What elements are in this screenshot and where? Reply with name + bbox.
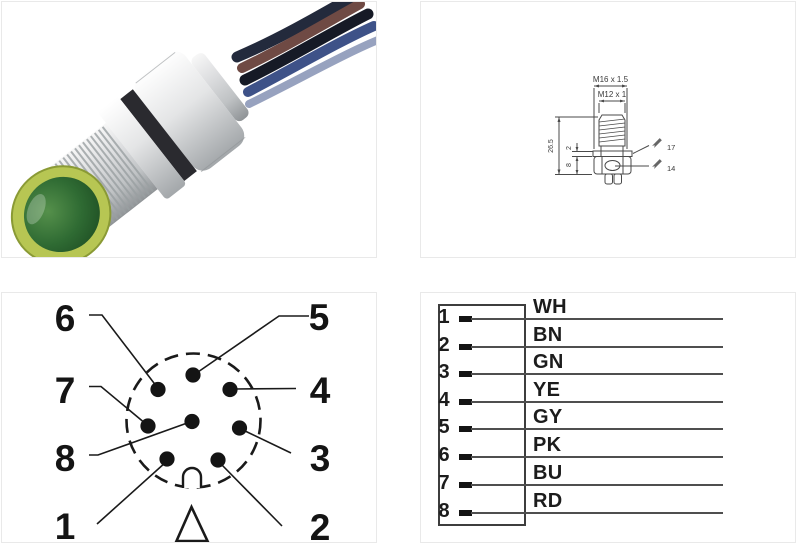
wire-color-code: RD (533, 490, 563, 512)
pin-dots (140, 367, 248, 468)
wire-line (471, 512, 723, 514)
product-photo-panel (1, 1, 377, 258)
thread-outline (598, 114, 626, 147)
thread-outer-dimension-label: M16 x 1.5 (593, 75, 629, 84)
wire-line (471, 373, 723, 375)
wiring-pin-number: 7 (438, 472, 450, 494)
pin-contact-square (459, 344, 472, 350)
pin-contact-square (459, 316, 472, 322)
pin-contact-square (459, 371, 472, 377)
wire-line (471, 401, 723, 403)
gasket-outline (592, 150, 633, 157)
wire-color-code: YE (533, 379, 561, 401)
connector-face-circle (125, 352, 262, 489)
face-highlight (26, 194, 46, 225)
hex-nut-outline (593, 156, 632, 175)
pin-number-label: 5 (309, 297, 330, 338)
o-ring (120, 89, 197, 182)
hex-collar (98, 97, 186, 199)
wire-leads (231, 2, 376, 108)
wiring-pin-number: 8 (438, 500, 450, 522)
rear-hex-body (134, 51, 245, 171)
pin-number-label: 4 (310, 370, 331, 411)
leader-lines (89, 314, 309, 527)
gasket-thickness-label: 2 (566, 146, 573, 150)
wiring-pin-number: 2 (438, 334, 450, 356)
pin-contact-square (459, 454, 472, 460)
pin-number-label: 1 (55, 506, 76, 542)
dimension-drawing-panel: M16 x 1.5 M12 x 1 26.5 2 8 17 14 (420, 1, 796, 258)
wiring-diagram-panel: 1 WH 2 BN 3 GN 4 YE 5 GY (420, 292, 796, 543)
pin-contact-square (459, 399, 472, 405)
overall-length-label: 26.5 (548, 139, 555, 153)
pin-layout-diagram: 6 5 7 4 8 3 1 2 (55, 297, 331, 542)
wire-line (471, 346, 723, 348)
pin-dot-5 (185, 367, 201, 383)
wire-color-code: PK (533, 434, 562, 456)
wrench-size-front-label: 17 (667, 143, 675, 152)
wire-color-code: BU (533, 462, 563, 484)
pin-layout-panel: 6 5 7 4 8 3 1 2 (1, 292, 377, 543)
wrench-icon (650, 159, 662, 171)
pin-number-label: 8 (55, 438, 76, 479)
product-photo (10, 2, 376, 257)
wire-line (471, 456, 723, 458)
dimension-arrows (557, 84, 627, 175)
pin-number-label: 3 (310, 438, 331, 479)
wire-color-code: WH (533, 296, 567, 318)
connector-outline-box (438, 304, 526, 526)
pin-contact-square (459, 426, 472, 432)
pin-dot-2 (210, 452, 226, 468)
wire-color-code: BN (533, 324, 563, 346)
pin-contact-square (459, 510, 472, 516)
wiring-pin-number: 1 (438, 306, 450, 328)
pin-dot-8 (184, 413, 200, 430)
wrench-size-rear-label: 14 (667, 164, 675, 173)
wire-line (471, 428, 723, 430)
wiring-pin-number: 6 (438, 444, 450, 466)
wiring-pin-number: 4 (438, 389, 450, 411)
keyway-notch (181, 466, 203, 488)
pin-contact-square (459, 482, 472, 488)
wire-line (471, 318, 723, 320)
wiring-pin-number: 5 (438, 416, 450, 438)
face-insert-green (23, 176, 100, 253)
wiring-pin-number: 3 (438, 361, 450, 383)
thread-inner-dimension-label: M12 x 1 (598, 90, 627, 99)
connector-body (10, 51, 249, 257)
pin-dot-6 (150, 381, 166, 398)
rear-length-label: 8 (566, 163, 573, 167)
pin-dot-4 (222, 381, 238, 398)
orientation-triangle (174, 503, 210, 542)
dimension-drawing: M16 x 1.5 M12 x 1 26.5 2 8 17 14 (548, 75, 675, 185)
wire-line (471, 484, 723, 486)
pin-number-label: 2 (310, 507, 331, 542)
pin-dot-7 (140, 418, 156, 434)
wrench-icon (650, 138, 662, 150)
wire-color-code: GY (533, 406, 563, 428)
pin-number-label: 6 (55, 298, 76, 339)
wire-color-code: GN (533, 351, 564, 373)
pin-dot-1 (159, 451, 175, 467)
rear-cap (191, 53, 249, 122)
pin-number-label: 7 (55, 370, 76, 411)
pin-dot-3 (231, 420, 248, 436)
